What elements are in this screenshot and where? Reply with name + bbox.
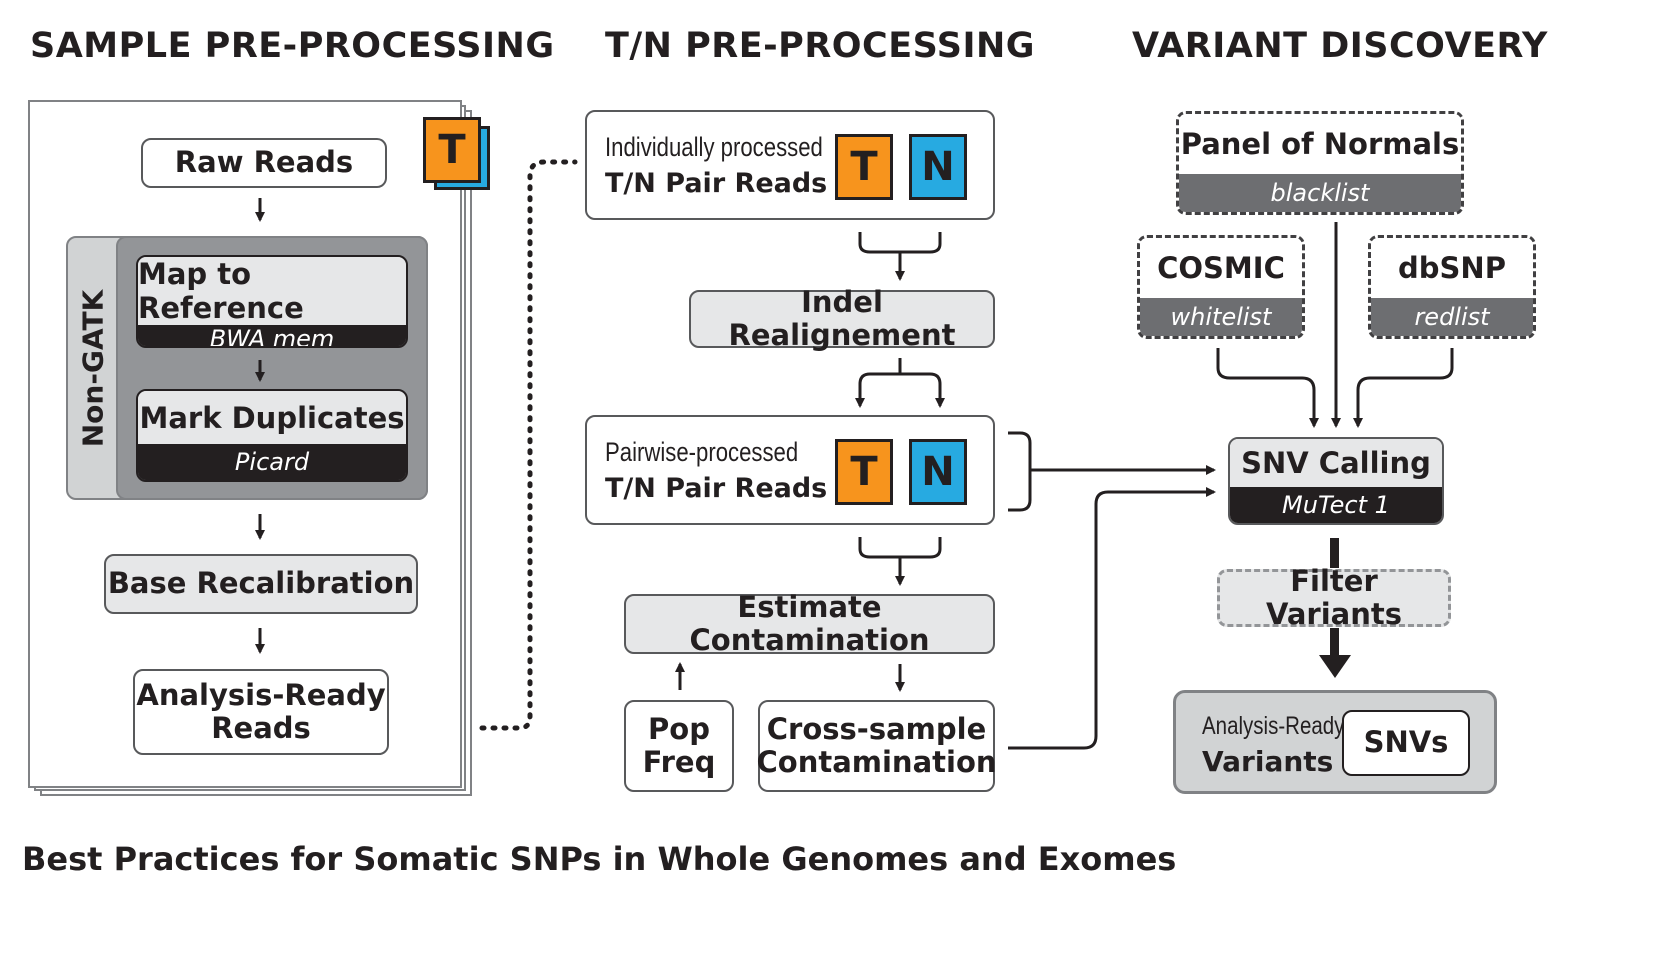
panel-of-normals-sub: blacklist xyxy=(1179,174,1461,212)
individually-processed-line1: Individually processed xyxy=(605,132,823,162)
section-title-sample: SAMPLE PRE-PROCESSING xyxy=(30,26,555,66)
individually-processed-box: Individually processed T/N Pair Reads T … xyxy=(585,110,995,220)
bracket-pairwise-right xyxy=(1008,431,1032,512)
estimate-contamination-label: Estimate Contamination xyxy=(689,589,930,657)
dbsnp-box: dbSNP redlist xyxy=(1368,235,1536,339)
mark-duplicates-label: Mark Duplicates xyxy=(138,391,406,444)
pairwise-processed-line2: T/N Pair Reads xyxy=(605,473,828,504)
analysis-ready-variants-line2: Variants xyxy=(1202,745,1334,778)
analysis-ready-reads-line1: Analysis-Ready xyxy=(136,677,386,712)
raw-reads-label: Raw Reads xyxy=(174,145,354,180)
section-title-tn: T/N PRE-PROCESSING xyxy=(605,26,1036,66)
indel-realignment-box: Indel Realignement xyxy=(689,285,995,352)
pop-freq-box: Pop Freq xyxy=(624,700,734,792)
bracket-individual xyxy=(858,232,942,254)
analysis-ready-reads-line2: Reads xyxy=(211,711,311,745)
mark-duplicates-tool: Picard xyxy=(138,444,406,480)
thick-bar-snv-to-filter xyxy=(1330,538,1339,568)
individually-processed-line2: T/N Pair Reads xyxy=(605,168,828,199)
normal-tag-pairwise: N xyxy=(909,439,967,505)
filter-variants-label: Filter Variants xyxy=(1265,563,1402,631)
snvs-label: SNVs xyxy=(1363,725,1449,760)
map-reference-box: Map to Reference BWA mem xyxy=(136,255,408,348)
filter-variants-box: Filter Variants xyxy=(1217,564,1451,631)
map-reference-tool: BWA mem xyxy=(138,325,406,346)
base-recalibration-box: Base Recalibration xyxy=(104,554,418,614)
tumor-tag: T xyxy=(423,117,481,183)
dbsnp-label: dbSNP xyxy=(1371,238,1533,298)
cosmic-box: COSMIC whitelist xyxy=(1137,235,1305,339)
pairwise-processed-box: Pairwise-processed T/N Pair Reads T N xyxy=(585,415,995,525)
tumor-tag-individual: T xyxy=(835,134,893,200)
cross-sample-box: Cross-sample Contamination xyxy=(756,700,997,792)
cross-sample-line2: Contamination xyxy=(756,745,997,779)
cross-sample-line1: Cross-sample xyxy=(766,711,987,746)
arrow-cross-to-snv xyxy=(1008,487,1216,750)
mark-duplicates-box: Mark Duplicates Picard xyxy=(136,389,408,482)
analysis-ready-reads-box: Analysis-Ready Reads xyxy=(133,669,389,755)
pop-freq-line1: Pop xyxy=(648,711,710,746)
figure-caption: Best Practices for Somatic SNPs in Whole… xyxy=(22,840,1177,878)
analysis-ready-variants-box: Analysis-Ready Variants SNVs xyxy=(1173,690,1497,794)
thick-arrowhead-to-ready xyxy=(1319,655,1351,678)
analysis-ready-variants-line1: Analysis-Ready xyxy=(1202,712,1345,740)
panel-of-normals-label: Panel of Normals xyxy=(1179,114,1461,174)
dotted-connector xyxy=(479,159,578,731)
arrow-cosmic-to-snv xyxy=(1216,348,1319,428)
snv-calling-label: SNV Calling xyxy=(1230,439,1442,487)
section-title-variant: VARIANT DISCOVERY xyxy=(1132,26,1548,66)
snvs-box: SNVs xyxy=(1342,710,1470,776)
base-recalibration-label: Base Recalibration xyxy=(107,566,415,601)
thick-bar-filter-to-ready xyxy=(1330,628,1339,656)
tumor-tag-pairwise: T xyxy=(835,439,893,505)
pairwise-processed-line1: Pairwise-processed xyxy=(605,437,799,467)
normal-tag-individual: N xyxy=(909,134,967,200)
map-reference-label: Map to Reference xyxy=(138,257,406,325)
split-branch xyxy=(858,372,942,404)
indel-realignment-label: Indel Realignement xyxy=(728,284,956,352)
snv-calling-box: SNV Calling MuTect 1 xyxy=(1228,437,1444,525)
pop-freq-line2: Freq xyxy=(642,745,716,779)
raw-reads-box: Raw Reads xyxy=(141,138,387,188)
snv-calling-tool: MuTect 1 xyxy=(1230,487,1442,523)
dbsnp-sub: redlist xyxy=(1371,298,1533,336)
arrow-dbsnp-to-snv xyxy=(1353,348,1454,428)
panel-of-normals-box: Panel of Normals blacklist xyxy=(1176,111,1464,215)
estimate-contamination-box: Estimate Contamination xyxy=(624,590,995,657)
cosmic-sub: whitelist xyxy=(1140,298,1302,336)
cosmic-label: COSMIC xyxy=(1140,238,1302,298)
bracket-pairwise xyxy=(858,537,942,559)
